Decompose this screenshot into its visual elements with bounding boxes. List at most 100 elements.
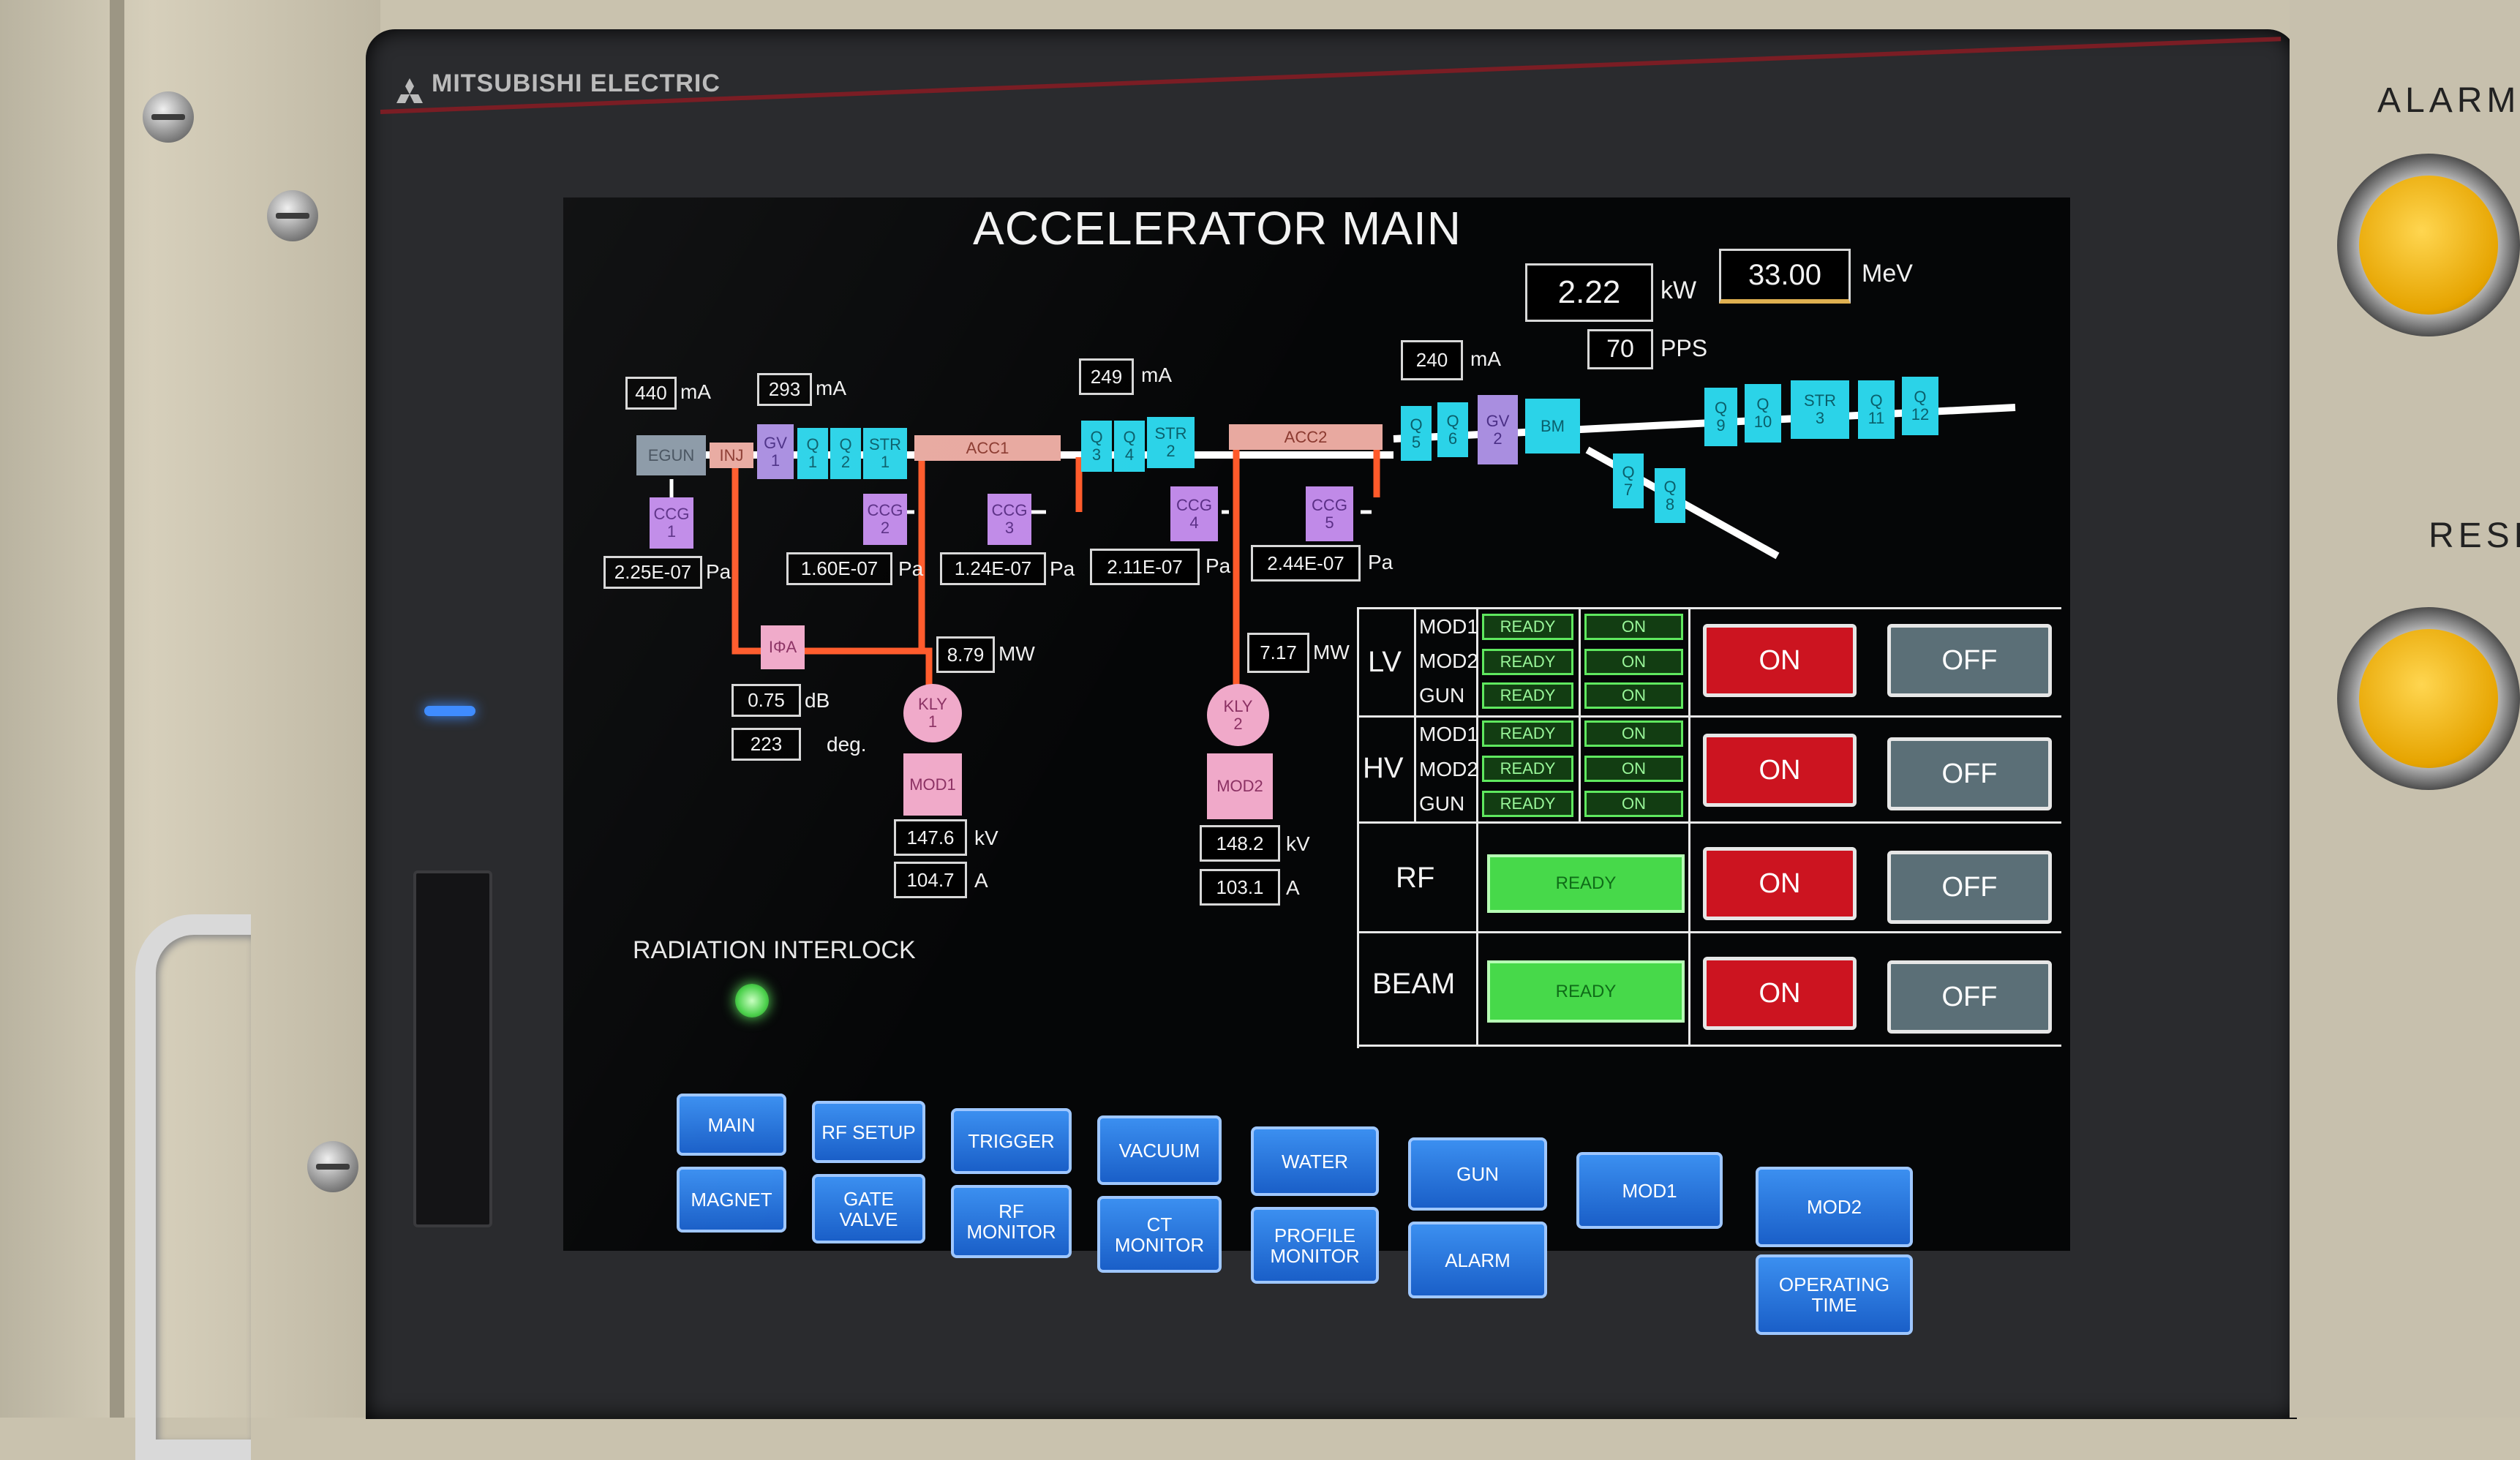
nav-alarm-button[interactable]: ALARM <box>1408 1222 1547 1298</box>
lv-off-button[interactable]: OFF <box>1887 624 2052 697</box>
nav-vacuum-button[interactable]: VACUUM <box>1097 1115 1222 1185</box>
rep-rate-readout: 70 <box>1587 329 1653 369</box>
steering-1[interactable]: STR 1 <box>863 428 907 479</box>
thumb-screw-icon[interactable] <box>267 190 318 241</box>
steering-3[interactable]: STR 3 <box>1791 380 1849 439</box>
quad-9[interactable]: Q 9 <box>1704 388 1737 446</box>
klystron-2[interactable]: KLY 2 <box>1207 684 1269 746</box>
nav-profile-monitor-button[interactable]: PROFILE MONITOR <box>1251 1207 1379 1284</box>
power-led-icon <box>424 706 475 716</box>
hv-mod2-state: ON <box>1584 756 1683 782</box>
quad-7[interactable]: Q 7 <box>1613 454 1644 508</box>
mod1-voltage-unit: kV <box>974 827 998 849</box>
hv-off-button[interactable]: OFF <box>1887 737 2052 810</box>
hv-mod1-label: MOD1 <box>1419 723 1478 745</box>
alarm-button[interactable] <box>2359 176 2498 315</box>
current-unit: mA <box>1470 347 1501 370</box>
beam-energy-input[interactable]: 33.00 <box>1719 249 1851 304</box>
egun[interactable]: EGUN <box>636 435 706 475</box>
klystron-1[interactable]: KLY 1 <box>903 684 962 742</box>
accelerator-1[interactable]: ACC1 <box>914 435 1061 461</box>
ccg-1[interactable]: CCG 1 <box>650 497 693 549</box>
rf-power-unit: MW <box>998 642 1035 665</box>
lv-on-button[interactable]: ON <box>1703 624 1857 697</box>
current-readout-4: 240 <box>1401 340 1463 380</box>
mod2-current-readout: 103.1 <box>1200 869 1280 906</box>
modulator-2[interactable]: MOD2 <box>1207 753 1273 819</box>
panel-handle[interactable] <box>135 914 251 1460</box>
rf-off-button[interactable]: OFF <box>1887 851 2052 924</box>
pressure-unit: Pa <box>898 557 924 580</box>
usb-slot[interactable] <box>413 870 492 1227</box>
pressure-readout-4: 2.11E-07 <box>1090 549 1200 585</box>
phase-amplitude-unit[interactable]: IΦA <box>761 625 805 669</box>
phase-readout: 223 <box>731 728 801 761</box>
modulator-1[interactable]: MOD1 <box>903 753 962 816</box>
hv-label: HV <box>1363 752 1404 784</box>
divider <box>1476 609 1478 1047</box>
divider <box>1414 609 1416 821</box>
hmi-screen <box>563 197 2070 1251</box>
thumb-screw-icon[interactable] <box>307 1141 358 1192</box>
nav-water-button[interactable]: WATER <box>1251 1126 1379 1196</box>
quad-12[interactable]: Q 12 <box>1902 377 1938 435</box>
beam-label: BEAM <box>1372 968 1456 1000</box>
steering-2[interactable]: STR 2 <box>1147 417 1195 468</box>
lv-gun-label: GUN <box>1419 684 1465 707</box>
mod1-current-unit: A <box>974 869 988 892</box>
nav-rf-setup-button[interactable]: RF SETUP <box>812 1101 925 1163</box>
quad-1[interactable]: Q 1 <box>797 428 828 479</box>
nav-mod2-button[interactable]: MOD2 <box>1756 1167 1913 1247</box>
injector[interactable]: INJ <box>710 443 753 468</box>
beam-off-button[interactable]: OFF <box>1887 960 2052 1034</box>
nav-operating-time-button[interactable]: OPERATING TIME <box>1756 1254 1913 1335</box>
rf-on-button[interactable]: ON <box>1703 847 1857 920</box>
nav-gun-button[interactable]: GUN <box>1408 1137 1547 1211</box>
beam-on-button[interactable]: ON <box>1703 957 1857 1030</box>
ccg-2[interactable]: CCG 2 <box>863 494 907 545</box>
nav-main-button[interactable]: MAIN <box>677 1094 786 1156</box>
gate-valve-2[interactable]: GV 2 <box>1478 395 1518 464</box>
hv-mod1-state: ON <box>1584 720 1683 747</box>
nav-rf-monitor-button[interactable]: RF MONITOR <box>951 1185 1072 1258</box>
pressure-unit: Pa <box>1368 551 1393 573</box>
accelerator-2[interactable]: ACC2 <box>1229 424 1383 450</box>
nav-gate-valve-button[interactable]: GATE VALVE <box>812 1174 925 1243</box>
quad-6[interactable]: Q 6 <box>1437 402 1468 457</box>
hv-mod2-label: MOD2 <box>1419 758 1478 780</box>
alarm-label: ALARM <box>2377 81 2520 120</box>
reset-button[interactable] <box>2359 629 2498 768</box>
nav-ct-monitor-button[interactable]: CT MONITOR <box>1097 1196 1222 1273</box>
beam-power-unit: kW <box>1660 276 1697 304</box>
current-readout-1: 440 <box>625 377 677 410</box>
quad-10[interactable]: Q 10 <box>1745 384 1781 443</box>
radiation-interlock-label: RADIATION INTERLOCK <box>633 936 916 964</box>
quad-4[interactable]: Q 4 <box>1114 421 1145 472</box>
cabinet-rail <box>110 0 124 1418</box>
mitsubishi-logo-icon <box>396 78 423 103</box>
quad-11[interactable]: Q 11 <box>1858 380 1895 439</box>
pressure-unit: Pa <box>1050 557 1075 580</box>
ccg-3[interactable]: CCG 3 <box>988 494 1031 545</box>
hv-mod1-ready: READY <box>1482 720 1573 747</box>
nav-trigger-button[interactable]: TRIGGER <box>951 1108 1072 1174</box>
gate-valve-1[interactable]: GV 1 <box>757 424 794 479</box>
quad-8[interactable]: Q 8 <box>1655 468 1685 523</box>
divider <box>1359 821 2061 824</box>
quad-5[interactable]: Q 5 <box>1401 406 1432 461</box>
quad-3[interactable]: Q 3 <box>1081 421 1112 472</box>
current-unit: mA <box>680 380 711 403</box>
bending-magnet[interactable]: BM <box>1525 399 1580 454</box>
current-unit: mA <box>816 377 846 399</box>
mod2-current-unit: A <box>1286 876 1300 899</box>
alarm-button-ring <box>2337 154 2520 336</box>
nav-magnet-button[interactable]: MAGNET <box>677 1167 786 1233</box>
divider <box>1359 931 2061 933</box>
nav-mod1-button[interactable]: MOD1 <box>1576 1152 1723 1229</box>
rf-line-1 <box>731 464 922 655</box>
quad-2[interactable]: Q 2 <box>830 428 861 479</box>
hv-on-button[interactable]: ON <box>1703 734 1857 807</box>
ccg-5[interactable]: CCG 5 <box>1306 486 1353 541</box>
ccg-4[interactable]: CCG 4 <box>1170 486 1218 541</box>
pressure-unit: Pa <box>1206 554 1231 577</box>
